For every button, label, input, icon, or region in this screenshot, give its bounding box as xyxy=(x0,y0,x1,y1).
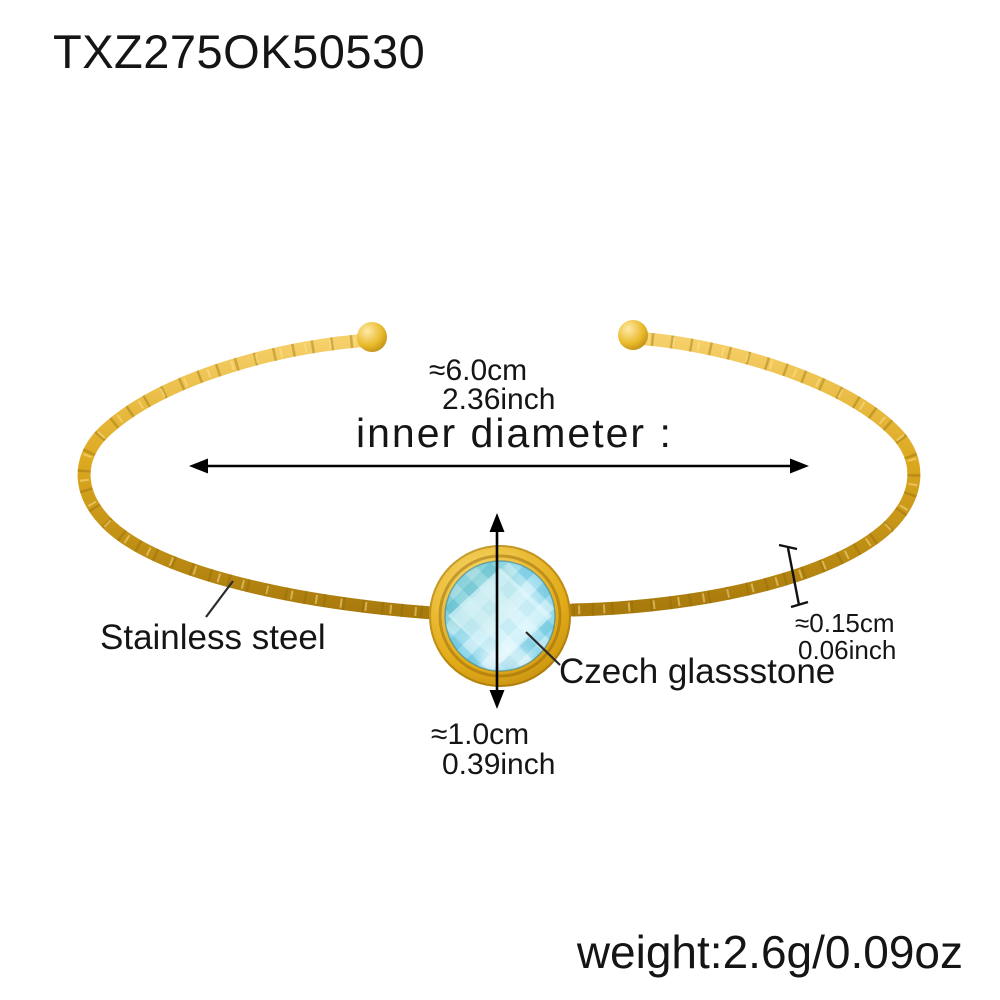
arrow-head-down-icon xyxy=(489,690,505,709)
stone-facets xyxy=(445,561,555,671)
bezel-inner-shadow xyxy=(438,554,562,678)
inner-diameter-caption: inner diameter : xyxy=(356,410,673,456)
bangle-wire xyxy=(77,320,921,620)
wire-thickness-imperial: 0.06inch xyxy=(798,635,897,665)
thickness-gauge-tick-top xyxy=(778,543,798,551)
material-label: Stainless steel xyxy=(100,618,326,657)
arrow-head-left-icon xyxy=(189,458,208,474)
end-ball-right xyxy=(618,320,648,350)
leader-line-material xyxy=(205,580,234,618)
leader-lines xyxy=(205,580,561,666)
stone-edge xyxy=(444,560,556,672)
end-ball-left xyxy=(357,322,387,352)
thickness-gauge-tick-bottom xyxy=(790,600,809,609)
bangle-wire-left xyxy=(77,333,440,620)
inner-diameter-metric: ≈6.0cm xyxy=(429,354,528,387)
wire-thickness-metric: ≈0.15cm xyxy=(795,608,895,638)
stone-label: Czech glassstone xyxy=(559,652,836,691)
bezel-outer-rim xyxy=(429,545,571,687)
stone-diameter-imperial: 0.39inch xyxy=(442,748,556,781)
product-code: TXZ275OK50530 xyxy=(53,25,426,78)
inner-diameter-imperial: 2.36inch xyxy=(442,383,556,416)
wire-texture-left xyxy=(77,333,434,620)
arrow-head-up-icon xyxy=(489,513,505,532)
thickness-gauge xyxy=(778,543,809,609)
stone-diameter-metric: ≈1.0cm xyxy=(431,718,530,751)
dimension-annotations xyxy=(189,458,809,709)
weight-label: weight:2.6g/0.09oz xyxy=(576,926,963,978)
stone-setting xyxy=(429,545,571,687)
wire-highlight-left xyxy=(79,335,434,618)
bangle-wire-right xyxy=(566,331,921,617)
wire-texture-right xyxy=(572,331,921,617)
arrow-head-right-icon xyxy=(790,458,809,474)
wire-highlight-right xyxy=(572,333,919,615)
leader-line-stone xyxy=(525,631,561,666)
thickness-gauge-line xyxy=(786,547,801,606)
